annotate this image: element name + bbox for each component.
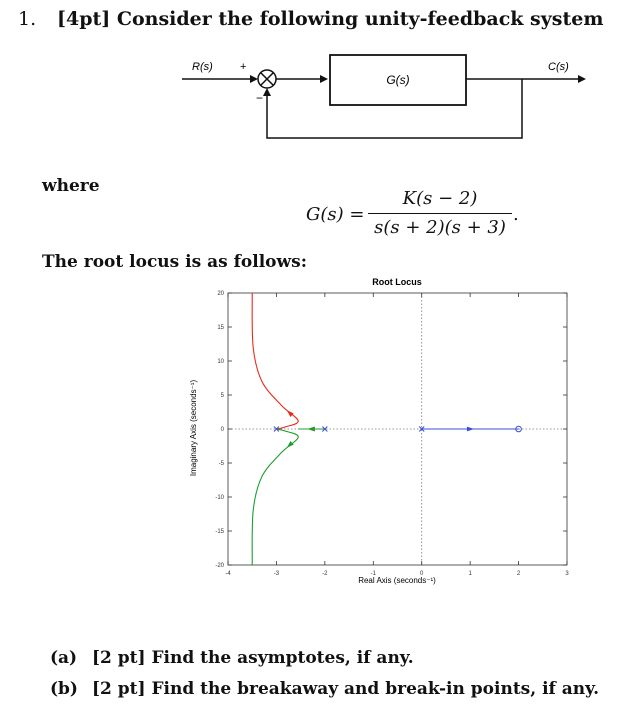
x-tick-label: 0 (420, 571, 424, 577)
pole-marker (273, 426, 280, 432)
locus-direction-arrow (286, 410, 294, 417)
locus-direction-arrow (286, 441, 294, 448)
locus-branch-1 (251, 428, 299, 566)
plant-label: G(s) (386, 73, 409, 87)
question-number: 1. (18, 8, 37, 30)
summing-junction (257, 69, 277, 89)
locus-direction-arrow (466, 426, 475, 432)
y-tick-label: -5 (219, 461, 225, 467)
equation-denominator: s(s + 2)(s + 3) (374, 217, 506, 238)
pole-marker (418, 426, 425, 432)
feedback-arrowhead (263, 88, 271, 96)
equation-numerator: K(s − 2) (402, 188, 478, 209)
part-b-text: [2 pt] Find the breakaway and break-in p… (92, 679, 599, 699)
fraction-bar (368, 213, 512, 214)
y-tick-label: -10 (215, 495, 224, 501)
block-diagram: + − G(s) C(s) R(s) (182, 54, 586, 139)
feedback-path (266, 79, 523, 139)
y-tick-label: -15 (215, 529, 224, 535)
error-arrowhead (320, 75, 328, 83)
part-a-label: (a) (50, 648, 78, 668)
part-b-label: (b) (50, 679, 78, 699)
chart-title: Root Locus (372, 277, 422, 287)
x-tick-label: -4 (225, 571, 231, 577)
output-arrowhead (578, 75, 586, 83)
minus-sign: − (256, 91, 263, 105)
y-axis-label: Imaginary Axis (seconds⁻¹) (189, 380, 198, 477)
x-tick-label: 2 (517, 571, 521, 577)
y-tick-label: -20 (215, 563, 224, 569)
part-a-text: [2 pt] Find the asymptotes, if any. (92, 648, 414, 668)
plus-sign: + (240, 61, 246, 73)
y-tick-label: 5 (221, 393, 225, 399)
x-tick-label: -3 (274, 571, 280, 577)
x-tick-label: -2 (322, 571, 328, 577)
locus-direction-arrow (307, 426, 315, 432)
equation-lhs: G(s) = (306, 204, 365, 225)
y-tick-label: 20 (217, 291, 224, 297)
where-label: where (42, 176, 100, 196)
y-tick-label: 10 (217, 359, 224, 365)
question-title: [4pt] Consider the following unity-feedb… (57, 8, 604, 30)
output-label: C(s) (548, 61, 569, 73)
zero-marker (515, 425, 522, 433)
root-locus-intro: The root locus is as follows: (42, 252, 307, 272)
pole-marker (322, 426, 328, 432)
x-tick-label: -1 (371, 571, 377, 577)
x-axis-label: Real Axis (seconds⁻¹) (358, 576, 436, 585)
input-label: R(s) (192, 61, 213, 73)
equation-period: . (513, 204, 519, 225)
locus-branch-0 (251, 292, 299, 430)
input-arrowhead (250, 75, 258, 83)
x-tick-label: 1 (468, 571, 472, 577)
plant-block (329, 54, 467, 106)
y-tick-label: 0 (221, 427, 225, 433)
y-tick-label: 15 (217, 325, 224, 331)
x-tick-label: 3 (565, 571, 569, 577)
